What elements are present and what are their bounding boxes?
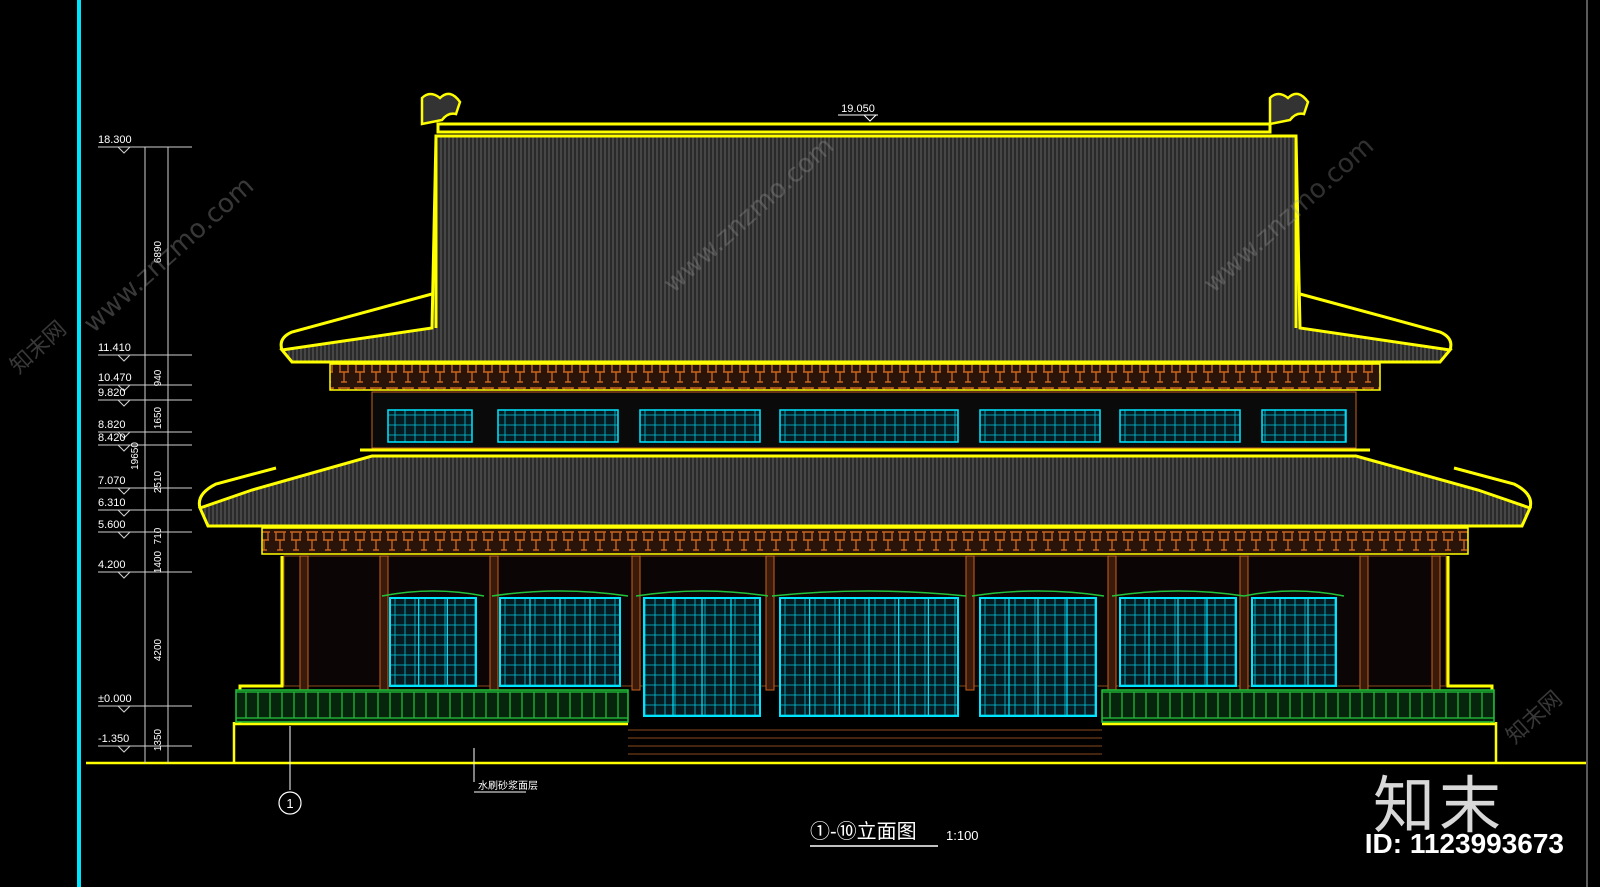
column bbox=[1239, 555, 1249, 691]
upper-window-row bbox=[387, 409, 1347, 443]
door-arch bbox=[1243, 590, 1345, 597]
column-row bbox=[299, 555, 1441, 691]
door-window-row bbox=[381, 590, 1345, 717]
elevation-mark: 7.070 bbox=[98, 475, 126, 487]
lattice-door bbox=[1251, 597, 1337, 687]
elevation-mark: 10.470 bbox=[98, 372, 132, 384]
segment-dimension: 1650 bbox=[153, 406, 164, 429]
column bbox=[1359, 555, 1369, 691]
elevation-arrow bbox=[117, 399, 131, 407]
elevation-mark: 6.310 bbox=[98, 497, 126, 509]
elevation-mark: 9.820 bbox=[98, 387, 126, 399]
column bbox=[379, 555, 389, 691]
material-note: 水刷砂浆面层 bbox=[478, 779, 538, 792]
platform bbox=[232, 722, 1498, 763]
clerestory-window bbox=[979, 409, 1101, 443]
clerestory-window bbox=[497, 409, 619, 443]
image-id: ID: 1123993673 bbox=[1364, 828, 1564, 859]
elevation-arrow bbox=[117, 431, 131, 439]
segment-dimension: 2510 bbox=[153, 470, 164, 493]
elevation-arrow bbox=[117, 745, 131, 753]
drawing-title: ①-⑩立面图 bbox=[810, 820, 917, 843]
column bbox=[1431, 555, 1441, 691]
elevation-mark: 8.820 bbox=[98, 419, 126, 431]
elevation-arrow bbox=[117, 571, 131, 579]
frame-border-left bbox=[77, 0, 81, 887]
axis-circle bbox=[278, 791, 302, 815]
clerestory-window bbox=[1119, 409, 1241, 443]
elevation-mark: -1.350 bbox=[98, 733, 129, 745]
clerestory-window bbox=[779, 409, 959, 443]
column bbox=[489, 555, 499, 691]
elevation-arrow bbox=[117, 531, 131, 539]
lower-roof bbox=[197, 454, 1533, 528]
ridge-elevation: 19.050 bbox=[841, 103, 875, 115]
right-railing bbox=[1101, 689, 1495, 723]
segment-dimension: 1400 bbox=[153, 550, 164, 573]
elevation-mark: 11.410 bbox=[98, 342, 131, 354]
dimension-chain bbox=[144, 147, 169, 763]
overall-dimension: 19650 bbox=[130, 442, 141, 470]
segment-dimension: 1350 bbox=[153, 728, 164, 751]
upper-bracket-band bbox=[329, 363, 1381, 391]
segment-dimension: 6890 bbox=[153, 240, 164, 263]
door-arch bbox=[971, 590, 1105, 597]
upper-roof bbox=[279, 92, 1453, 364]
door-arch bbox=[771, 590, 967, 597]
elevation-mark: 8.420 bbox=[98, 432, 126, 444]
elevation-arrow bbox=[117, 705, 131, 713]
frame-border-right bbox=[1586, 0, 1588, 887]
segment-dimension: 710 bbox=[153, 527, 164, 544]
clerestory-window bbox=[387, 409, 473, 443]
elevation-arrow bbox=[117, 146, 131, 154]
door-arch bbox=[635, 590, 769, 597]
elevation-mark: 4.200 bbox=[98, 559, 126, 571]
elevation-arrow bbox=[117, 487, 131, 495]
elevation-mark: ±0.000 bbox=[98, 693, 132, 705]
drawing-scale: 1:100 bbox=[946, 828, 979, 843]
clerestory-window bbox=[639, 409, 761, 443]
left-railing bbox=[235, 689, 629, 723]
column bbox=[631, 555, 641, 691]
clerestory-window bbox=[1261, 409, 1347, 443]
lattice-door bbox=[389, 597, 477, 687]
elevation-arrow bbox=[117, 509, 131, 517]
front-steps bbox=[628, 729, 1102, 755]
column bbox=[1107, 555, 1117, 691]
lower-bracket-band bbox=[261, 527, 1469, 555]
elevation-arrow bbox=[117, 444, 131, 452]
column bbox=[299, 555, 309, 691]
segment-dimension: 4200 bbox=[153, 638, 164, 661]
elevation-mark: 5.600 bbox=[98, 519, 126, 531]
column bbox=[765, 555, 775, 691]
segment-dimension: 940 bbox=[153, 369, 164, 386]
brand-logo: 知末 bbox=[1372, 769, 1505, 842]
axis-label: 1 bbox=[286, 796, 293, 811]
elevation-arrow bbox=[117, 384, 131, 392]
elevation-arrow bbox=[117, 354, 131, 362]
column bbox=[965, 555, 975, 691]
door-arch bbox=[491, 590, 629, 597]
elevation-mark: 18.300 bbox=[98, 134, 132, 146]
door-arch bbox=[381, 590, 485, 597]
door-arch bbox=[1111, 590, 1245, 597]
